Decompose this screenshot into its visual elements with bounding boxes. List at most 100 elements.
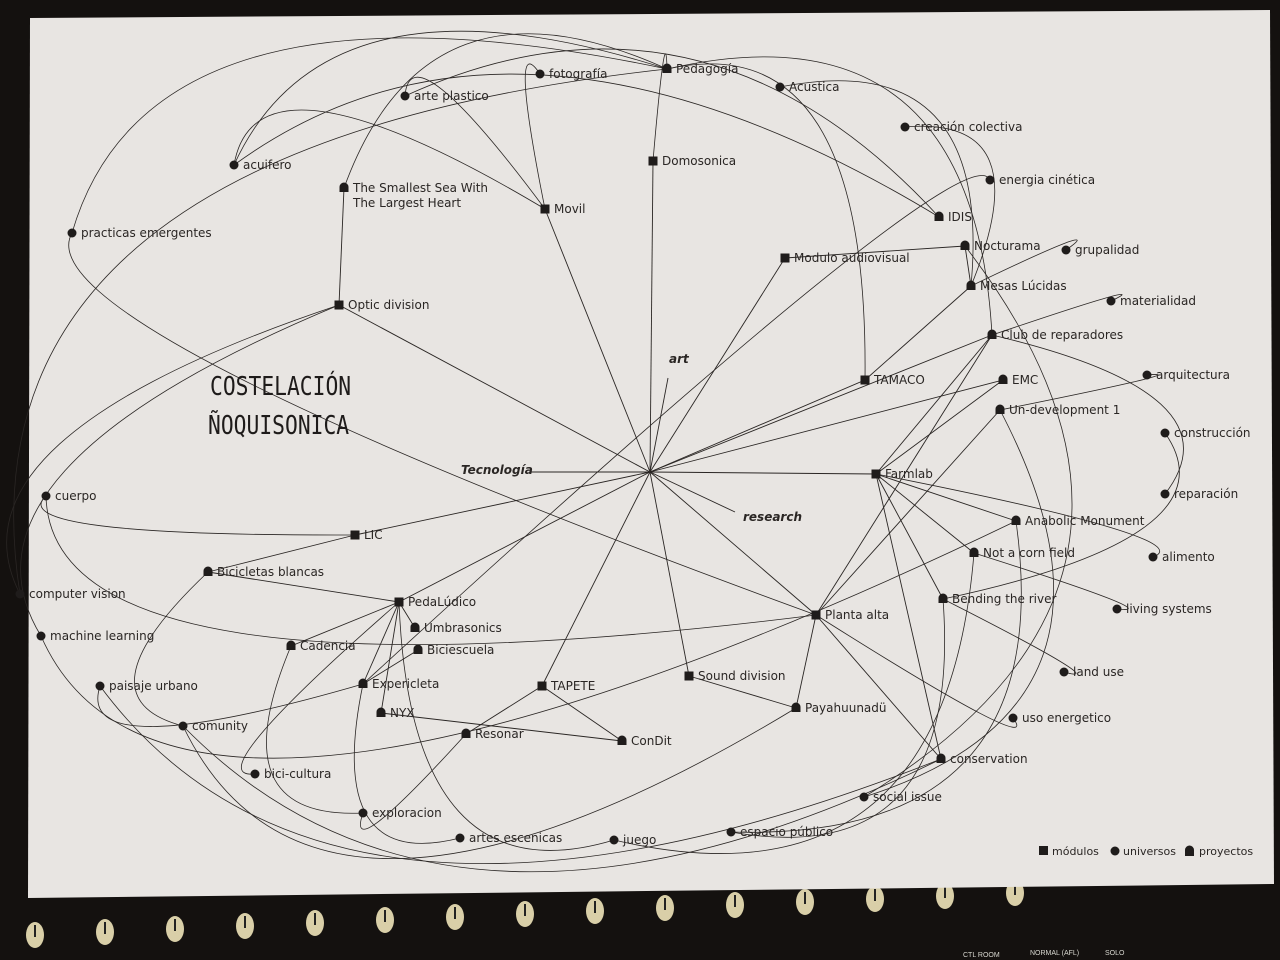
node-label: uso energetico [1022,711,1111,725]
module-node-planta-alta: Planta alta [811,608,889,622]
edge-planta-alta-club-de-reparadores [815,334,993,616]
project-node-resonar: Resonar [461,727,524,741]
universe-dot-icon [535,69,545,79]
universe-node-alimento: alimento [1148,550,1215,564]
node-label: machine learning [50,629,154,643]
curve-juego-not-a-corn-field [613,552,975,854]
node-label: alimento [1162,550,1215,564]
hub-label-art: art [669,352,690,366]
universe-node-land-use: land use [1059,665,1124,679]
mixer-label-solo: SOLO [1105,950,1125,957]
curve-idis-arte-plastico [404,48,940,218]
project-node-conservation: conservation [936,752,1028,766]
mixer-label-ctl-room: CTL ROOM [963,952,1000,959]
node-label: Modulo audiovisual [794,251,910,265]
node-label: Cadencia [300,639,356,653]
module-square-icon [648,156,658,166]
universe-dot-icon [15,589,25,599]
project-node-nyx: NYX [376,706,415,720]
universe-dot-icon [1160,489,1170,499]
edge-farmlab-emc [875,379,1004,475]
title-line-2: ÑOQUISONICA [208,410,349,441]
edge-planta-alta-un-development-1 [815,409,1001,616]
curve-land-use-bending-the-river [942,598,1077,675]
curve-uso-energetico-planta-alta [815,614,1018,728]
curve-computer-vision-optic-division [6,304,340,595]
universe-dot-icon [859,792,869,802]
module-node-movil: Movil [540,202,585,216]
universe-dot-icon [1061,245,1071,255]
module-node-farmlab: Farmlab [871,467,933,481]
node-label: Nocturama [974,239,1041,253]
universe-dot-icon [229,160,239,170]
project-node-club-de-reparadores: Club de reparadores [987,328,1123,342]
node-label: land use [1073,665,1124,679]
node-label: IDIS [948,210,972,224]
node-label: TAMACO [873,373,925,387]
module-node-domosonica: Domosonica [648,154,736,168]
curve-pedagogia-domosonica [652,53,668,162]
curve-juego-pedaludico [398,601,615,851]
node-label: practicas emergentes [81,226,212,240]
universe-node-juego: juego [609,833,656,847]
hub-line-emc [649,379,1004,473]
edge-modulo-audiovisual-nocturama [784,245,966,259]
project-node-expericleta: Expericleta [358,677,439,691]
node-label: Umbrasonics [424,621,502,635]
edge-tapete-resonar [465,685,543,735]
node-label: Expericleta [372,677,439,691]
universe-dot-icon [67,228,77,238]
project-dome-icon [461,728,471,738]
mixer-labels: CTL ROOM NORMAL (AFL) SOLO [963,950,1125,959]
universe-node-arte-plastico: arte plastico [400,89,489,103]
project-dome-icon [791,702,801,712]
curve-arte-plastico-movil [404,76,546,210]
hub-line-planta-alta [649,471,817,616]
curve-espacio-publico-bending-the-river [730,598,945,838]
universe-dot-icon [1148,552,1158,562]
hub [338,160,1004,687]
legend-project-icon [1185,845,1194,856]
universe-node-bici-cultura: bici-cultura [250,767,331,781]
mixer-label-normal: NORMAL (AFL) [1030,950,1079,957]
module-square-icon [780,253,790,263]
universe-node-acuifero: acuifero [229,158,292,172]
hub-axis-line [649,377,669,473]
universe-node-computer-vision: computer vision [15,587,126,601]
node-label: LIC [364,528,383,542]
module-square-icon [684,671,694,681]
curve-social-issue-nocturama [863,245,1073,798]
curve-pedagogia-club-de-reparadores [666,56,993,336]
hub-line-sound-division [649,471,690,677]
module-square-icon [871,469,881,479]
legend-module-icon [1039,846,1048,855]
curve-espacio-publico-anabolic-monument [730,520,1022,833]
node-label: PedaLúdico [408,595,476,609]
node-label: comunity [192,719,248,733]
hub-line-tapete [541,471,651,687]
project-node-mesas-lucidas: Mesas Lúcidas [966,279,1067,293]
node-label: exploracion [372,806,442,820]
hub-line-tamaco [649,379,866,473]
universe-dot-icon [900,122,910,132]
curve-machine-learning-optic-division [20,304,340,637]
project-node-emc: EMC [998,373,1038,387]
module-square-icon [860,375,870,385]
node-label: ConDit [631,734,672,748]
curve-exploracion-cadencia [266,645,364,814]
curve-comunity-conservation [182,725,942,873]
node-label: arquitectura [1156,368,1230,382]
node-label: fotografía [549,67,607,81]
universe-node-cuerpo: cuerpo [41,489,96,503]
edge-farmlab-not-a-corn-field [875,473,975,554]
node-label: Domosonica [662,154,736,168]
curve-artes-escenicas-expericleta [353,683,461,844]
universe-node-materialidad: materialidad [1106,294,1196,308]
curve-arquitectura-un-development-1 [999,374,1159,411]
universe-dot-icon [1106,296,1116,306]
universe-node-paisaje-urbano: paisaje urbano [95,679,198,693]
node-label: Payahuunadü [805,701,887,715]
connection-lines [207,187,1017,760]
module-square-icon [334,300,344,310]
node-label: Club de reparadores [1001,328,1123,342]
